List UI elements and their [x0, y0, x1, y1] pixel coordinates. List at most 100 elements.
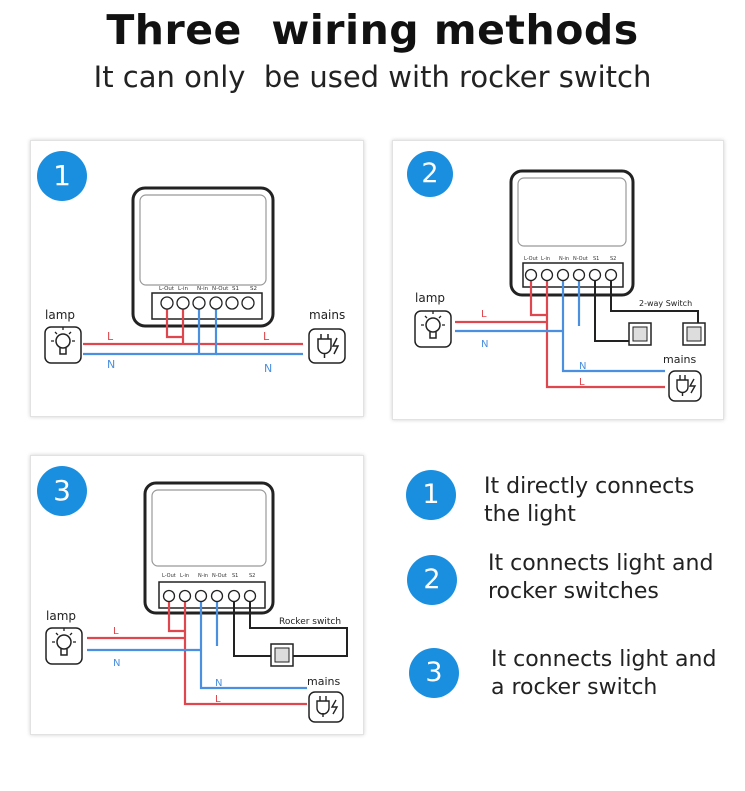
legend-badge-3: 3: [409, 648, 459, 698]
mains-label: mains: [663, 353, 696, 366]
legend-text-2: It connects light and rocker switches: [488, 550, 713, 606]
wiring-panel-2: L-Out L-in N-in N-Out S1 S2 2-way Switch…: [392, 140, 724, 420]
neutral-label: N: [215, 678, 222, 689]
terminal-screw: [243, 589, 257, 603]
terminal-label: L-in: [541, 256, 550, 262]
neutral-label: N: [579, 361, 586, 372]
step-badge-3: 3: [37, 466, 87, 516]
terminal-label: N-in: [198, 573, 208, 579]
legend-badge-2: 2: [407, 555, 457, 605]
bulb-icon: [45, 627, 83, 665]
terminal-screw: [160, 296, 174, 310]
terminal-label: S1: [232, 573, 238, 579]
legend-line: It connects light and: [488, 551, 714, 576]
wiring-diagram-2: L-Out L-in N-in N-Out S1 S2 2-way Switch…: [414, 169, 706, 402]
neutral-label: N: [113, 658, 120, 669]
terminal-screw: [162, 589, 176, 603]
terminal-screw: [241, 296, 255, 310]
neutral-label: N: [107, 358, 115, 371]
terminal-screw: [524, 268, 538, 282]
plug-icon: [668, 370, 702, 402]
live-out-wire: [167, 596, 185, 633]
terminal-screw: [588, 268, 602, 282]
live-label: L: [107, 330, 114, 343]
device-face: [139, 194, 267, 286]
live-wire: [87, 596, 307, 706]
legend-badge-1: 1: [406, 470, 456, 520]
switch-label: 2-way Switch: [639, 299, 692, 308]
neutral-label: N: [264, 362, 272, 375]
bulb-icon: [414, 310, 452, 348]
lamp-label: lamp: [45, 308, 75, 322]
terminal-screw: [604, 268, 618, 282]
wiring-diagram-1: L-Out L-in N-in N-Out S1 S2 lamp mains: [44, 186, 346, 375]
terminal-screws: [160, 296, 255, 310]
terminal-label: L-Out: [162, 573, 176, 579]
terminal-label: N-Out: [212, 286, 229, 292]
terminal-screw: [209, 296, 223, 310]
legend-line: a rocker switch: [491, 675, 658, 700]
terminal-label: S2: [610, 256, 616, 262]
switch-wire: [233, 596, 348, 657]
live-label: L: [579, 377, 585, 388]
neutral-wire: [87, 596, 307, 690]
wiring-diagram-3: L-Out L-in N-in N-Out S1 S2 Rocker switc…: [45, 481, 348, 723]
terminal-screw: [540, 268, 554, 282]
legend-line: rocker switches: [488, 579, 659, 604]
terminal-label: S2: [249, 573, 255, 579]
live-wire: [83, 303, 303, 346]
mains-label: mains: [307, 675, 340, 688]
legend-line: the light: [484, 502, 576, 527]
step-badge-1: 1: [37, 151, 87, 201]
switch-label: Rocker switch: [279, 617, 341, 627]
terminal-label: L-Out: [524, 256, 538, 262]
terminal-label: S1: [593, 256, 599, 262]
live-label: L: [215, 694, 221, 705]
terminal-label: L-in: [178, 286, 188, 292]
terminal-label: N-Out: [573, 256, 588, 262]
device-face: [517, 177, 627, 247]
device-face: [151, 489, 267, 567]
terminal-label: N-Out: [212, 573, 227, 579]
live-out-wire: [529, 275, 547, 317]
switch-box: [270, 643, 294, 667]
legend-line: It connects light and: [491, 647, 717, 672]
live-wire: [455, 275, 665, 389]
bulb-icon: [44, 326, 82, 364]
terminal-screw: [176, 296, 190, 310]
plug-icon: [308, 691, 344, 723]
terminal-screw: [194, 589, 208, 603]
plug-icon: [308, 328, 346, 364]
terminal-label: N-in: [197, 286, 209, 292]
page-title: Three wiring methods: [106, 6, 639, 54]
mains-label: mains: [309, 308, 345, 322]
live-out-wire: [165, 303, 183, 339]
terminal-screw: [210, 589, 224, 603]
terminal-screw: [556, 268, 570, 282]
switch-box: [628, 322, 706, 346]
terminal-screw: [192, 296, 206, 310]
terminal-label: S1: [232, 286, 239, 292]
legend-line: It directly connects: [484, 474, 695, 499]
neutral-wire: [455, 275, 665, 373]
wiring-panel-3: L-Out L-in N-in N-Out S1 S2 Rocker switc…: [30, 455, 364, 735]
terminal-screw: [225, 296, 239, 310]
step-badge-2: 2: [407, 151, 453, 197]
terminal-screw: [227, 589, 241, 603]
lamp-label: lamp: [415, 291, 445, 305]
neutral-label: N: [481, 339, 488, 350]
live-label: L: [481, 309, 487, 320]
terminal-screw: [572, 268, 586, 282]
terminal-label: L-Out: [159, 286, 175, 292]
legend-text-1: It directly connects the light: [484, 473, 694, 529]
wiring-panel-1: L-Out L-in N-in N-Out S1 S2 lamp mains: [30, 140, 364, 417]
live-label: L: [113, 626, 119, 637]
terminal-label: N-in: [559, 256, 569, 262]
lamp-label: lamp: [46, 609, 76, 623]
terminal-label: S2: [250, 286, 257, 292]
terminal-label: L-in: [180, 573, 189, 579]
terminal-labels: L-Out L-in N-in N-Out S1 S2: [159, 286, 257, 292]
terminal-screw: [178, 589, 192, 603]
page-subtitle: It can only be used with rocker switch: [93, 60, 652, 94]
legend-text-3: It connects light and a rocker switch: [491, 646, 716, 702]
